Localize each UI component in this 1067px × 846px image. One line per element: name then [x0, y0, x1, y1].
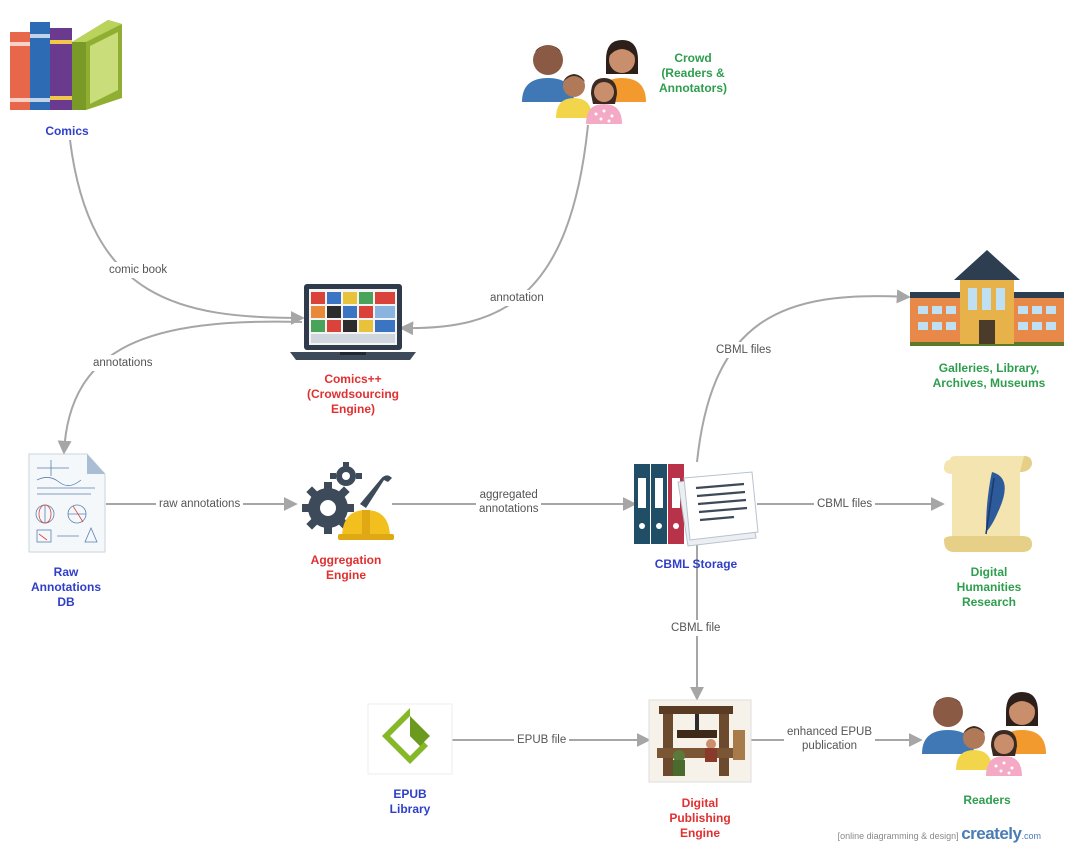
epub-logo-icon: [367, 703, 453, 775]
edge-label-epub-file: EPUB file: [514, 732, 570, 748]
people-icon: [522, 40, 646, 124]
edge-label-cbml-files-up: CBML files: [713, 342, 775, 358]
node-label-crowd: Crowd (Readers & Annotators): [659, 51, 727, 95]
node-label-aggregation: Aggregation Engine: [310, 553, 382, 582]
edge-comics-to-comicspp: [69, 139, 305, 325]
edge-label-comic-book: comic book: [106, 262, 171, 278]
node-label-readers: Readers: [963, 793, 1011, 807]
watermark-prefix: [online diagramming & design]: [837, 831, 959, 841]
laptop-icon: [290, 284, 416, 360]
creately-watermark: [online diagramming & design] creately.c…: [838, 824, 1041, 844]
edge-label-cbml-files-right: CBML files: [814, 496, 876, 512]
node-label-dh: Digital Humanities Research: [956, 565, 1022, 609]
document-sketch-icon: [28, 453, 106, 553]
node-label-galleries: Galleries, Library, Archives, Museums: [932, 361, 1046, 390]
edge-label-raw-annotations: raw annotations: [156, 496, 244, 512]
node-label-cbml: CBML Storage: [654, 557, 738, 571]
edge-label-cbml-file-down: CBML file: [668, 620, 724, 636]
gears-wrench-helmet-icon: [302, 462, 394, 540]
node-label-comics: Comics: [45, 124, 89, 138]
printing-press-icon: [648, 699, 752, 783]
edge-cbml-to-galleries: [696, 289, 911, 463]
node-label-publishing: Digital Publishing Engine: [669, 796, 731, 840]
edge-label-enhanced-epub: enhanced EPUB publication: [784, 724, 876, 754]
edge-comicspp-to-rawdb: [57, 320, 303, 455]
scroll-quill-icon: [944, 456, 1032, 552]
node-label-epub: EPUB Library: [389, 787, 431, 816]
edge-label-annotations: annotations: [90, 355, 156, 371]
books-icon: [10, 20, 122, 110]
edge-label-annotation: annotation: [487, 290, 547, 306]
node-label-comicspp: Comics++ (Crowdsourcing Engine): [307, 372, 399, 416]
binders-document-icon: [634, 464, 759, 547]
watermark-suffix: .com: [1021, 831, 1041, 841]
edges: [57, 124, 945, 747]
museum-building-icon: [910, 250, 1064, 346]
edge-label-aggregated-annotations: aggregated annotations: [476, 487, 542, 517]
node-label-rawdb: Raw Annotations DB: [31, 565, 101, 609]
people-icon: [922, 692, 1046, 776]
watermark-brand: creately: [961, 824, 1022, 843]
